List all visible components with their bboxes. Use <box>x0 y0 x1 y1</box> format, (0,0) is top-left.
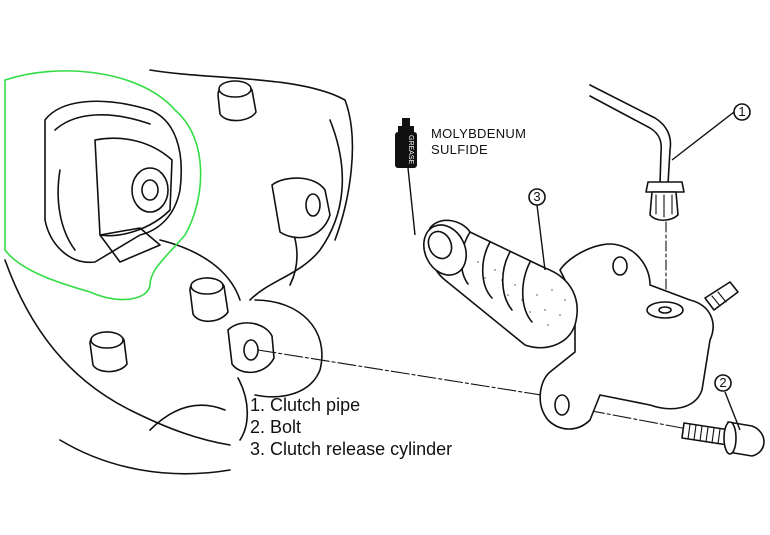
clutch-release-cylinder <box>423 219 739 430</box>
alignment-line-cylinder <box>257 349 561 399</box>
legend-item: 2. Bolt <box>250 416 452 438</box>
callout-2-circle <box>714 374 732 392</box>
legend-number: 2. <box>250 417 266 437</box>
legend-item: 3. Clutch release cylinder <box>250 438 452 460</box>
grease-can-label: GREASE <box>407 135 414 165</box>
callout-2: 2 <box>719 375 727 390</box>
lubricant-label: MOLYBDENUM SULFIDE <box>431 126 526 158</box>
transmission-housing <box>4 69 354 475</box>
parts-legend: 1. Clutch pipe 2. Bolt 3. Clutch release… <box>250 394 452 460</box>
clutch-pipe <box>589 84 685 222</box>
callout-1: 1 <box>738 104 746 119</box>
legend-item: 1. Clutch pipe <box>250 394 452 416</box>
callout-3: 3 <box>533 189 541 204</box>
callout-1-circle <box>733 103 751 121</box>
lubricant-line-2: SULFIDE <box>431 142 489 157</box>
callout-1-leader <box>671 111 735 161</box>
legend-number: 3. <box>250 439 266 459</box>
callout-3-leader <box>536 204 546 271</box>
lubricant-line-1: MOLYBDENUM <box>431 126 527 141</box>
bolt <box>681 421 765 457</box>
legend-number: 1. <box>250 395 266 415</box>
grease-can-icon <box>395 118 417 168</box>
legend-text: Bolt <box>270 417 302 437</box>
callout-3-circle <box>528 188 546 206</box>
legend-text: Clutch release cylinder <box>270 439 453 459</box>
highlighted-mount <box>44 100 182 263</box>
callout-2-leader <box>724 391 741 431</box>
legend-text: Clutch pipe <box>270 395 361 415</box>
highlight-outline <box>4 70 202 301</box>
lubricant-leader <box>407 167 416 236</box>
